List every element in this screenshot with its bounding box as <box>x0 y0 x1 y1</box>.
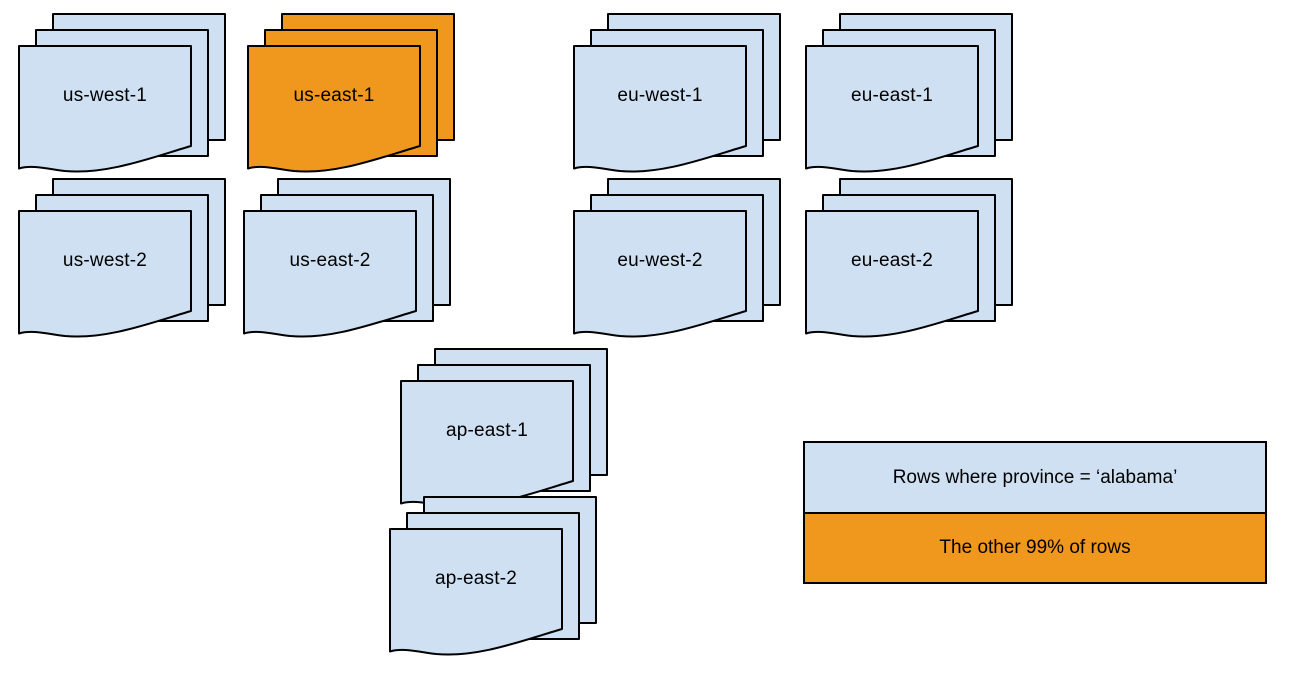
region-stack-eu-east-2: eu-east-2 <box>805 178 1015 344</box>
legend-item-alabama-rows: Rows where province = ‘alabama’ <box>805 443 1265 512</box>
document-stack-icon <box>18 178 226 338</box>
region-stack-us-west-1: us-west-1 <box>18 13 228 179</box>
region-stack-us-east-1: us-east-1 <box>247 13 457 179</box>
document-stack-icon <box>389 496 597 656</box>
legend-item-other-rows: The other 99% of rows <box>805 512 1265 582</box>
document-stack-icon <box>247 13 455 173</box>
document-stack-icon <box>18 13 226 173</box>
region-stack-eu-east-1: eu-east-1 <box>805 13 1015 179</box>
document-stack-icon <box>243 178 451 338</box>
region-stack-ap-east-1: ap-east-1 <box>400 348 610 514</box>
legend: Rows where province = ‘alabama’ The othe… <box>803 441 1267 584</box>
region-stack-us-west-2: us-west-2 <box>18 178 228 344</box>
document-stack-icon <box>805 13 1013 173</box>
region-stack-eu-west-1: eu-west-1 <box>573 13 783 179</box>
region-stack-eu-west-2: eu-west-2 <box>573 178 783 344</box>
document-stack-icon <box>400 348 608 508</box>
region-stack-ap-east-2: ap-east-2 <box>389 496 599 662</box>
document-stack-icon <box>805 178 1013 338</box>
region-stack-us-east-2: us-east-2 <box>243 178 453 344</box>
document-stack-icon <box>573 178 781 338</box>
document-stack-icon <box>573 13 781 173</box>
